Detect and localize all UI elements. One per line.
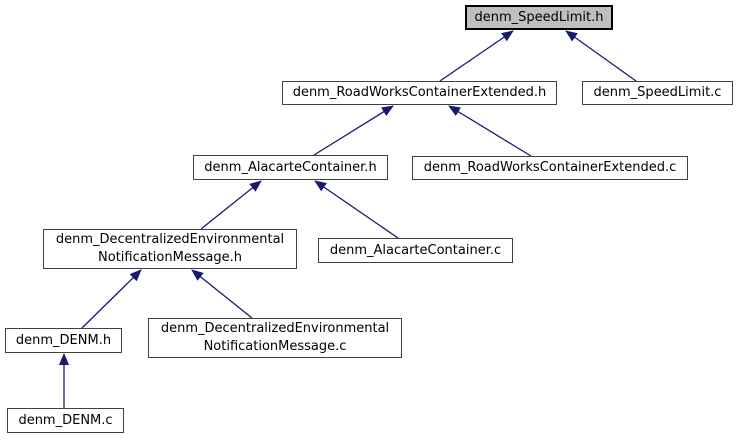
edge-denm_SpeedLimit.c-to-denm_SpeedLimit.h [565, 30, 637, 82]
edge-denm_RoadWorksContainerExtended.h-to-denm_SpeedLimit.h [439, 30, 514, 82]
node-label: denm_DENM.h [15, 332, 112, 348]
node-label: denm_DecentralizedEnvironmental [160, 321, 390, 337]
edge-denm_DecentralizedEnvironmentalNotificationMessage.c-to-denm_DecentralizedEnvironmentalNotificationMessage.h [191, 269, 253, 319]
graph-node-denm_SpeedLimit.h[interactable]: denm_SpeedLimit.h [465, 5, 613, 30]
node-label: denm_AlacarteContainer.h [204, 159, 377, 175]
node-label: NotificationMessage.h [98, 250, 242, 265]
graph-node-denm_DENM.h[interactable]: denm_DENM.h [5, 328, 122, 353]
node-label: denm_SpeedLimit.c [593, 85, 722, 101]
node-label: denm_SpeedLimit.h [474, 9, 604, 25]
graph-node-denm_RoadWorksContainerExtended.c[interactable]: denm_RoadWorksContainerExtended.c [412, 156, 688, 180]
node-label: denm_RoadWorksContainerExtended.h [292, 85, 547, 101]
graph-node-denm_AlacarteContainer.c[interactable]: denm_AlacarteContainer.c [318, 238, 513, 263]
edge-denm_DENM.h-to-denm_DecentralizedEnvironmentalNotificationMessage.h [81, 269, 142, 329]
graph-node-denm_SpeedLimit.c[interactable]: denm_SpeedLimit.c [582, 81, 733, 105]
edge-denm_RoadWorksContainerExtended.c-to-denm_RoadWorksContainerExtended.h [448, 105, 532, 157]
graph-node-denm_AlacarteContainer.h[interactable]: denm_AlacarteContainer.h [193, 155, 388, 180]
graph-node-denm_RoadWorksContainerExtended.h[interactable]: denm_RoadWorksContainerExtended.h [282, 81, 557, 105]
node-label: denm_DecentralizedEnvironmental [55, 232, 285, 248]
edge-denm_AlacarteContainer.c-to-denm_AlacarteContainer.h [314, 180, 399, 239]
node-label: denm_DENM.c [18, 412, 113, 428]
node-label: denm_AlacarteContainer.c [329, 242, 502, 258]
node-label: denm_RoadWorksContainerExtended.c [423, 160, 677, 176]
edge-denm_AlacarteContainer.h-to-denm_RoadWorksContainerExtended.h [313, 105, 394, 156]
node-label: NotificationMessage.c [203, 339, 347, 354]
graph-node-denm_DENM.c[interactable]: denm_DENM.c [7, 408, 124, 433]
edge-denm_DecentralizedEnvironmentalNotificationMessage.h-to-denm_AlacarteContainer.h [200, 180, 262, 230]
